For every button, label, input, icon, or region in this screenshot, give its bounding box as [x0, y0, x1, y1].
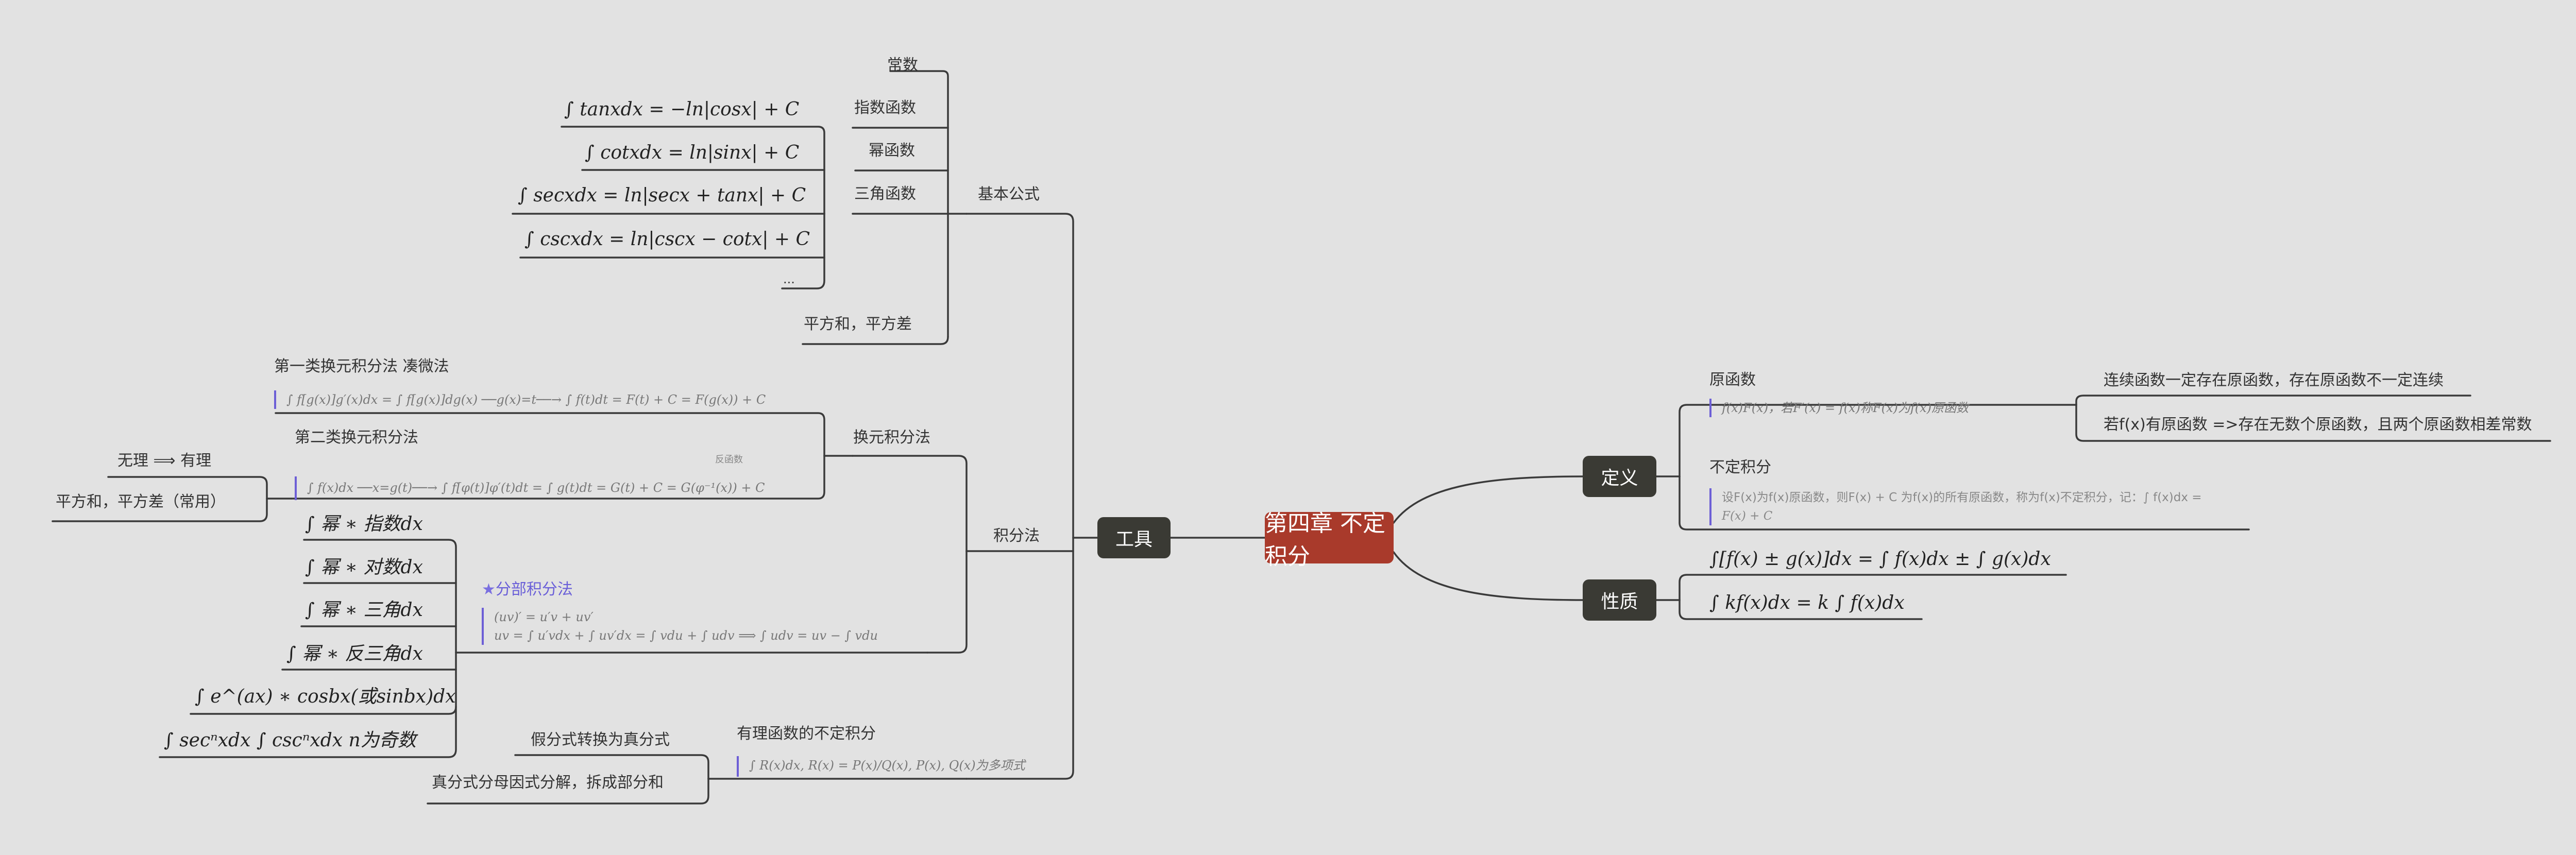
kind-trig[interactable]: 三角函数 — [854, 185, 916, 203]
rational-title[interactable]: 有理函数的不定积分 — [737, 725, 876, 743]
trig-formula-cot[interactable]: ∫ cotxdx = ln|sinx| + C — [585, 142, 800, 163]
trig-formula-csc[interactable]: ∫ cscxdx = ln|cscx − cotx| + C — [524, 229, 810, 250]
property-label: 性质 — [1601, 591, 1638, 612]
sq-sum-diff[interactable]: 平方和，平方差 — [804, 315, 912, 333]
fact-infinite-primitives[interactable]: 若f(x)有原函数 =>存在无数个原函数，且两个原函数相差常数 — [2104, 416, 2532, 434]
irrational-to-rational[interactable]: 无理 ⟹ 有理 — [117, 452, 212, 470]
tools-label: 工具 — [1115, 529, 1153, 550]
tools-node[interactable]: 工具 — [1097, 517, 1171, 558]
definition-node[interactable]: 定义 — [1583, 456, 1656, 497]
parts-title[interactable]: ★分部积分法 — [482, 582, 573, 597]
rational-formula: ∫ R(x)dx, R(x) = P(x)/Q(x), P(x), Q(x)为多… — [737, 756, 1025, 777]
indefinite-title[interactable]: 不定积分 — [1709, 458, 1771, 476]
star-icon: ★ — [482, 580, 496, 598]
parts-item-sec-csc[interactable]: ∫ secⁿxdx ∫ cscⁿxdx n为奇数 — [164, 730, 416, 751]
kind-constant[interactable]: 常数 — [887, 56, 918, 74]
trig-formula-more[interactable]: ... — [783, 272, 795, 286]
definition-label: 定义 — [1601, 468, 1638, 489]
property-scalar[interactable]: ∫ kf(x)dx = k ∫ f(x)dx — [1709, 592, 1905, 613]
indefinite-definition: 设F(x)为f(x)原函数，则F(x) + C 为f(x)的所有原函数，称为f(… — [1709, 488, 2202, 525]
sq-sum-diff-common[interactable]: 平方和，平方差（常用） — [56, 493, 226, 511]
kind-exponential[interactable]: 指数函数 — [854, 99, 916, 117]
primitive-formula: f(x)F(x)，若F′(x) = f(x)称F(x)为f(x)原函数 — [1709, 399, 1969, 417]
basic-formula-label[interactable]: 基本公式 — [978, 185, 1040, 203]
parts-formula: (uv)′ = u′v + uv′ uv = ∫ u′vdx + ∫ uv′dx… — [482, 608, 878, 645]
primitive-title[interactable]: 原函数 — [1709, 371, 1756, 389]
partial-fraction[interactable]: 真分式分母因式分解，拆成部分和 — [432, 774, 664, 792]
parts-title-text: 分部积分法 — [495, 580, 573, 598]
trig-formula-tan[interactable]: ∫ tanxdx = −ln|cosx| + C — [564, 99, 800, 120]
parts-item-power-exp[interactable]: ∫ 幂 ∗ 指数dx — [305, 514, 423, 535]
second-substitution-formula: ∫ f(x)dx ──x=g(t)──→ ∫ f[φ(t)]φ′(t)dt = … — [295, 476, 765, 500]
substitution-label[interactable]: 换元积分法 — [853, 429, 930, 447]
integration-method-label[interactable]: 积分法 — [993, 527, 1040, 545]
property-node[interactable]: 性质 — [1583, 579, 1656, 621]
parts-item-power-log[interactable]: ∫ 幂 ∗ 对数dx — [305, 557, 423, 578]
inverse-function-annotation: 反函数 — [715, 454, 743, 465]
second-substitution-title[interactable]: 第二类换元积分法 — [295, 429, 418, 447]
improper-to-proper[interactable]: 假分式转换为真分式 — [531, 731, 670, 749]
parts-item-exp-cos[interactable]: ∫ e^(ax) ∗ cosbx(或sinbx)dx — [195, 686, 456, 707]
trig-formula-sec[interactable]: ∫ secxdx = ln|secx + tanx| + C — [518, 185, 806, 206]
property-linearity[interactable]: ∫[f(x) ± g(x)]dx = ∫ f(x)dx ± ∫ g(x)dx — [1709, 549, 2051, 570]
fact-continuous[interactable]: 连续函数一定存在原函数，存在原函数不一定连续 — [2104, 371, 2444, 389]
first-substitution-title[interactable]: 第一类换元积分法 凑微法 — [274, 357, 449, 375]
root-node[interactable]: 第四章 不定积分 — [1265, 510, 1394, 570]
kind-power[interactable]: 幂函数 — [869, 142, 915, 160]
root-label: 第四章 不定积分 — [1265, 510, 1385, 570]
parts-item-power-trig[interactable]: ∫ 幂 ∗ 三角dx — [305, 600, 423, 621]
first-substitution-formula: ∫ f[g(x)]g′(x)dx = ∫ f[g(x)]dg(x) ──g(x)… — [274, 390, 766, 409]
parts-item-power-arctrig[interactable]: ∫ 幂 ∗ 反三角dx — [286, 643, 423, 664]
